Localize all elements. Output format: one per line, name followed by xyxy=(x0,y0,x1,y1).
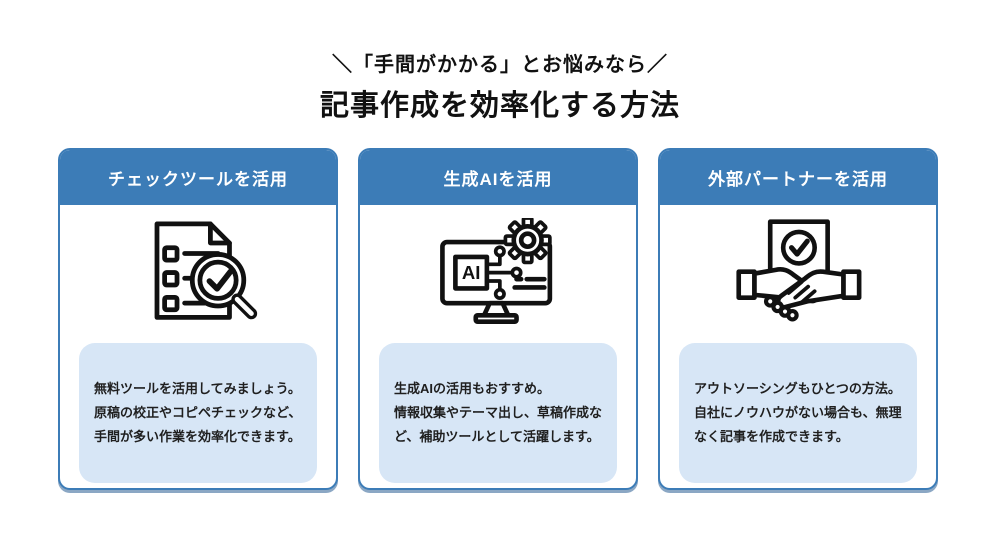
body-line: 原稿の校正やコピペチェックなど、 xyxy=(94,405,302,420)
card-header: 生成AIを活用 xyxy=(360,150,636,205)
card-check-tools: チェックツールを活用 xyxy=(58,148,338,490)
card-icon-area xyxy=(60,205,336,343)
checklist-magnifier-icon xyxy=(154,221,258,320)
card-description-box: 無料ツールを活用してみましょう。 原稿の校正やコピペチェックなど、 手間が多い作… xyxy=(79,343,317,483)
ai-monitor-gear-icon: AI xyxy=(440,217,553,324)
body-line: 生成AIの活用もおすすめ。 xyxy=(394,381,551,396)
body-line: 手間が多い作業を効率化できます。 xyxy=(94,429,301,444)
page-tagline: ＼「手間がかかる」とお悩みなら／ xyxy=(332,54,668,76)
card-header: チェックツールを活用 xyxy=(60,150,336,205)
handshake-check-icon xyxy=(736,218,862,322)
body-line: 情報収集やテーマ出し、草稿作成な xyxy=(394,405,603,420)
card-icon-area xyxy=(660,205,936,343)
page-header: ＼「手間がかかる」とお悩みなら／ 記事作成を効率化する方法 xyxy=(0,48,1000,124)
body-line: 自社にノウハウがない場合も、無理 xyxy=(694,405,902,420)
card-description-box: アウトソーシングもひとつの方法。 自社にノウハウがない場合も、無理 なく記事を作… xyxy=(679,343,917,483)
ai-icon-label: AI xyxy=(462,262,481,283)
card-header: 外部パートナーを活用 xyxy=(660,150,936,205)
page-title: 記事作成を効率化する方法 xyxy=(319,90,680,122)
card-icon-area: AI xyxy=(360,205,636,343)
body-line: 無料ツールを活用してみましょう。 xyxy=(94,381,301,396)
body-line: ど、補助ツールとして活躍します。 xyxy=(394,429,600,444)
body-line: なく記事を作成できます。 xyxy=(694,429,849,444)
card-description-box: 生成AIの活用もおすすめ。 情報収集やテーマ出し、草稿作成な ど、補助ツールとし… xyxy=(379,343,617,483)
cards-row: チェックツールを活用 xyxy=(58,148,938,490)
card-generative-ai: 生成AIを活用 xyxy=(358,148,638,490)
card-external-partner: 外部パートナーを活用 xyxy=(658,148,938,490)
body-line: アウトソーシングもひとつの方法。 xyxy=(694,381,901,396)
